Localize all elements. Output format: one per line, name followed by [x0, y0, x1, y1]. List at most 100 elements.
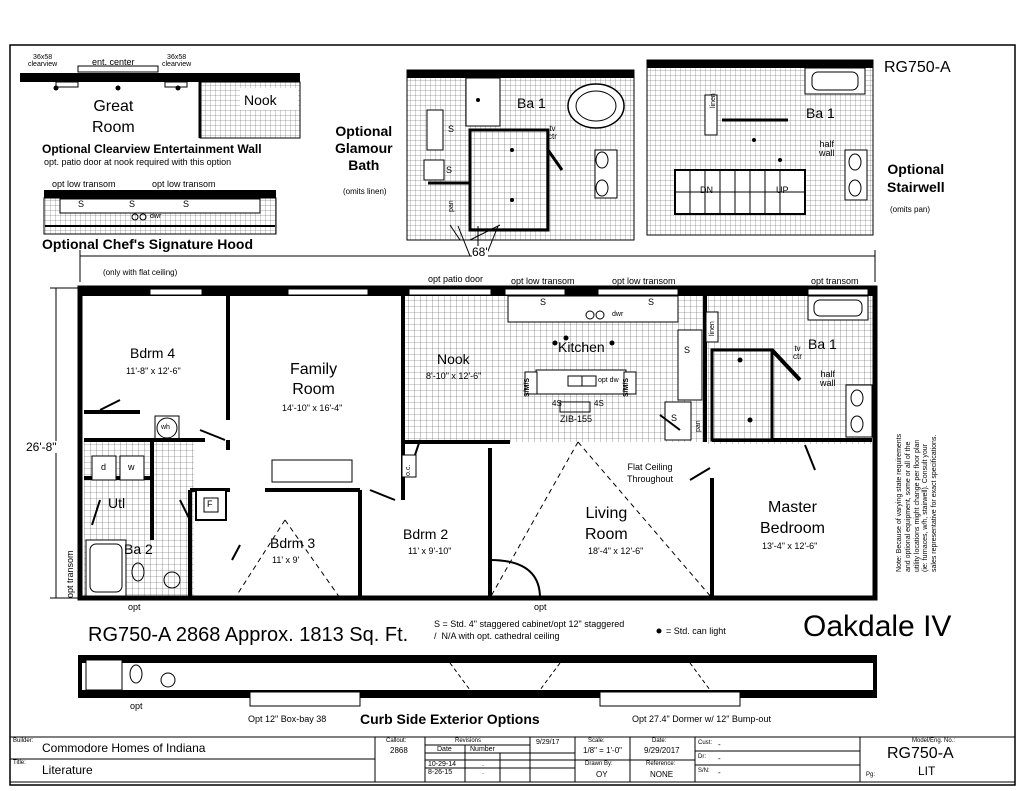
sn-label: S/N: [698, 768, 710, 774]
dr-value: - [718, 754, 721, 763]
rev-date-1: 10-29-14 [428, 761, 457, 768]
glamour-ba1-label: Ba 1 [517, 95, 546, 111]
great-room-label: Great Room [92, 98, 135, 136]
glamour-bath-omits: (omits linen) [343, 187, 387, 196]
stairwell-half-wall: half wall [819, 139, 835, 158]
counter-s-2: S [648, 297, 655, 307]
flat-ceiling-throughout: Flat Ceiling Throughout [627, 462, 674, 484]
builder-label: Builder: [13, 738, 34, 744]
bdrm4-name: Bdrm 4 [130, 345, 176, 361]
reference-value: NONE [650, 770, 674, 779]
bdrm4-size: 11'-8" x 12'-6" [126, 366, 181, 376]
ba1-name: Ba 1 [808, 336, 837, 352]
ba2-name: Ba 2 [124, 541, 153, 557]
dr-label: Dr: [698, 754, 706, 760]
legend-s-note: S = Std. 4" staggered cabinet/opt 12" st… [434, 619, 625, 641]
main-plan [77, 285, 878, 634]
zib-label: ZIB-155 [560, 414, 593, 424]
pan-label: pan [695, 420, 702, 432]
rev-number-header: Number [470, 746, 495, 753]
date-value: 9/29/2017 [644, 746, 680, 755]
counter-s-4: S [671, 413, 678, 423]
model-eng-label: Model/Eng. No.: [912, 738, 956, 744]
chef-s2: S [183, 199, 190, 209]
counter-s-1: S [540, 297, 547, 307]
drawn-by-value: OY [596, 770, 608, 779]
nook-name: Nook [437, 351, 470, 367]
opt-label-bottom-mid: opt [534, 602, 547, 612]
master-bedroom-name: Master Bedroom [760, 499, 825, 537]
cust-label: Cust: [698, 740, 713, 746]
pg-value: LIT [918, 764, 936, 778]
bdrm2-name: Bdrm 2 [403, 526, 449, 542]
bdrm2-size: 11' x 9'-10" [408, 546, 452, 556]
stairwell-ba1-label: Ba 1 [806, 105, 835, 121]
revisions-date-top: 9/29/17 [536, 739, 560, 746]
chef-transom-left: opt low transom [52, 179, 116, 189]
s4-right-label: 4S [594, 399, 604, 408]
rev-date-2: 8-26-15 [428, 769, 453, 776]
entertainment-wall-title: Optional Clearview Entertainment Wall [42, 142, 262, 156]
width-dimension: 68' [472, 245, 488, 259]
ent-center-label: ent. center [92, 57, 135, 67]
can-lights [161, 335, 753, 634]
revisions-label: Revisions [455, 738, 482, 744]
chef-transom-right: opt low transom [152, 179, 216, 189]
rev-dot-2: . [482, 769, 484, 776]
opt-low-transom-label-2: opt low transom [612, 276, 676, 286]
washer-label: w [128, 462, 135, 472]
glamour-pan: pan [448, 200, 455, 212]
living-room-name: Living Room [585, 505, 628, 543]
wh-label: wh [161, 424, 170, 431]
exterior-opt-label: opt [130, 701, 143, 711]
glamour-tv-label: tv ctr [548, 124, 557, 141]
entertainment-wall-note: opt. patio door at nook required with th… [44, 157, 232, 167]
chef-hood-title: Optional Chef's Signature Hood [42, 236, 253, 252]
builder-value: Commodore Homes of Indiana [42, 741, 206, 755]
glamour-s1: S [448, 124, 455, 134]
dwr-label: dwr [612, 311, 624, 318]
title-label: Title: [13, 760, 26, 766]
drawn-by-label: Drawn By: [585, 761, 613, 767]
glamour-s2: S [446, 165, 453, 175]
bdrm3-name: Bdrm 3 [270, 535, 316, 551]
sms-right-label: S/M/S [623, 377, 630, 397]
scale-value: 1/8" = 1'-0" [583, 746, 623, 755]
title-block [9, 736, 1016, 783]
model-line: RG750-A 2868 Approx. 1813 Sq. Ft. [88, 624, 409, 646]
chef-dwr: dwr [150, 213, 162, 220]
stairwell-linen: linen [710, 93, 717, 108]
model-code-top: RG750-A [884, 59, 951, 76]
chef-s1: S [78, 199, 85, 209]
curb-side-title: Curb Side Exterior Options [360, 711, 540, 727]
inset-entertainment-wall [20, 65, 301, 139]
inset-stairwell [646, 59, 874, 236]
opt-dw-label: opt dw [598, 377, 619, 384]
reference-label: Reference: [646, 761, 676, 767]
kitchen-name: Kitchen [558, 339, 605, 355]
opt-patio-door-label: opt patio door [428, 274, 484, 284]
half-wall-label: half wall [820, 369, 836, 388]
stairwell-omits: (omits pan) [890, 205, 931, 214]
rev-date-header: Date [437, 746, 452, 753]
flat-ceiling-note: (only with flat ceiling) [103, 268, 178, 277]
stairwell-dn: DN [700, 185, 713, 195]
nook-size: 8'-10" x 12'-6" [426, 371, 482, 381]
legend-can-light: = Std. can light [666, 626, 726, 636]
dormer-label: Opt 27.4" Dormer w/ 12" Bump-out [632, 714, 771, 724]
living-room-size: 18'-4" x 12'-6" [588, 546, 644, 556]
linen-label: linen [709, 321, 716, 336]
nook-inset-label: Nook [244, 92, 277, 108]
oc-label: o.c. [405, 464, 412, 476]
clearview-right-label: 36x58 clearview [162, 54, 192, 68]
side-note: Note: Because of varying state requireme… [896, 433, 938, 572]
inset-glamour-bath [406, 69, 635, 241]
opt-label-bottom-left: opt [128, 602, 141, 612]
counter-s-3: S [684, 345, 691, 355]
date-label: Date: [652, 738, 667, 744]
furnace-label: F [207, 499, 213, 509]
util-name: Utl [108, 495, 126, 511]
callout-label: Callout: [386, 738, 407, 744]
callout-value: 2868 [390, 746, 408, 755]
